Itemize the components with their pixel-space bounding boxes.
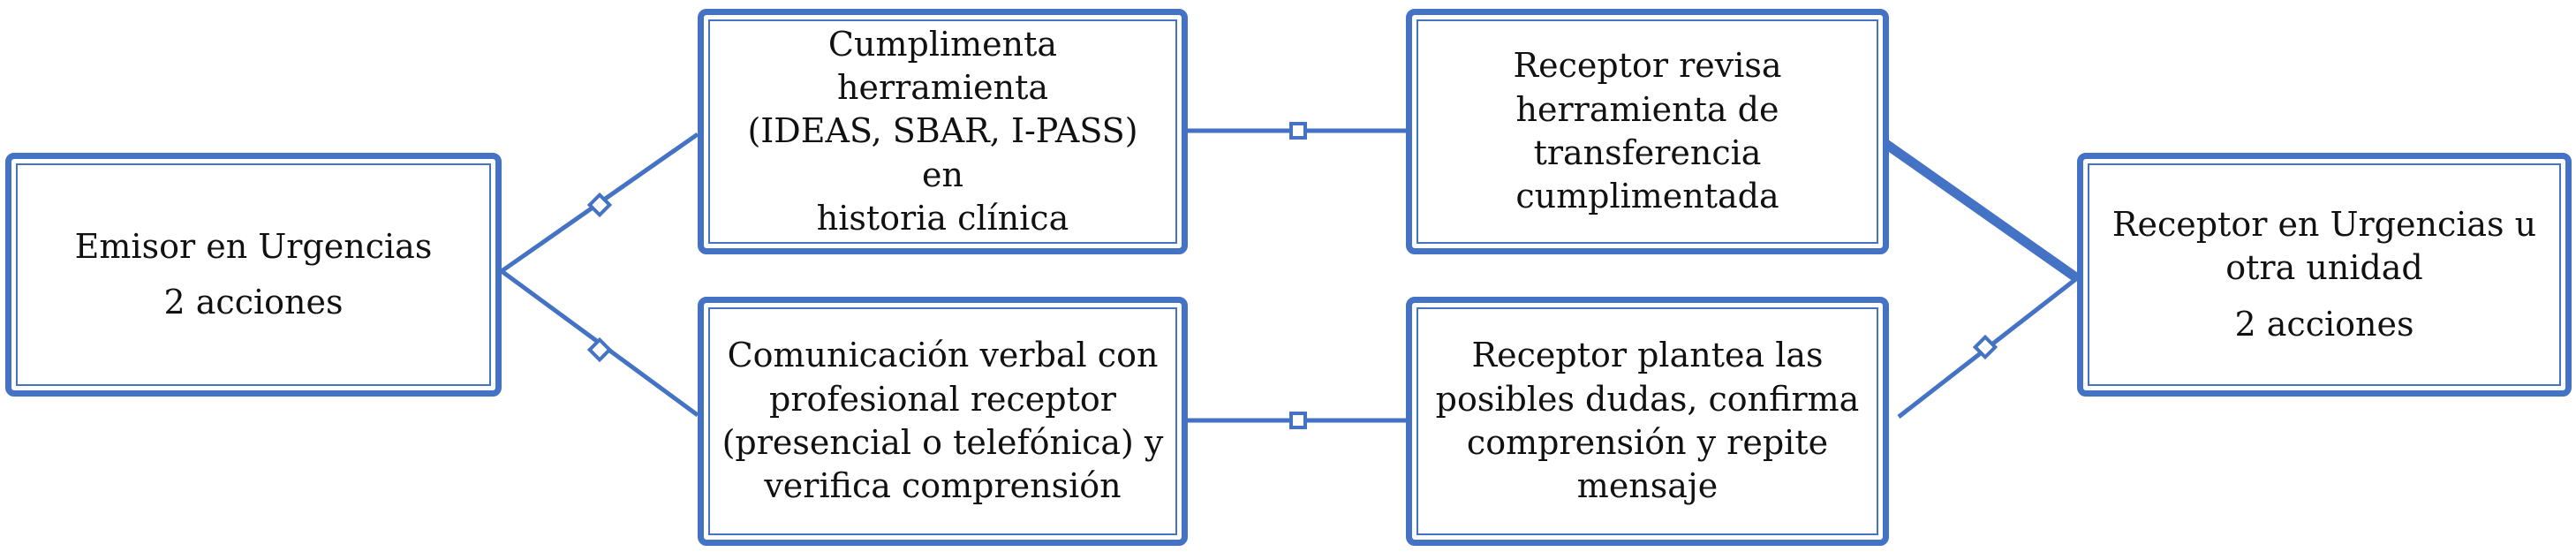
node-receptor-revisa: Receptor revisa herramienta de transfere… [1406, 9, 1889, 254]
edge-revisa-receptor [1869, 130, 2081, 283]
node-revisa-line-3: transferencia [1533, 133, 1762, 172]
node-receptor-title-2: otra unidad [2225, 248, 2423, 288]
node-cumplimenta-herramienta: Cumplimenta herramienta (IDEAS, SBAR, I-… [698, 9, 1188, 254]
node-emisor-urgencias: Emisor en Urgencias 2 acciones [5, 153, 502, 397]
node-verbal-line-2: profesional receptor [769, 379, 1116, 419]
node-receptor-actions: 2 acciones [2234, 304, 2414, 344]
edge-marker-square [1289, 122, 1307, 140]
node-comunicacion-verbal: Comunicación verbal con profesional rece… [698, 297, 1188, 546]
node-receptor-dudas: Receptor plantea las posibles dudas, con… [1406, 297, 1889, 546]
edge-marker-square [1289, 412, 1307, 429]
edge-marker-diamond [586, 336, 613, 363]
node-receptor-urgencias: Receptor en Urgencias u otra unidad 2 ac… [2077, 153, 2572, 397]
node-herramienta-line-3: historia clínica [816, 199, 1069, 238]
node-emisor-title: Emisor en Urgencias [74, 226, 433, 266]
node-verbal-line-3: (presencial o telefónica) y [721, 423, 1164, 462]
node-herramienta-line-1: Cumplimenta herramienta [827, 24, 1058, 107]
node-verbal-line-4: verifica comprensión [764, 466, 1122, 506]
node-revisa-line-4: cumplimentada [1515, 177, 1779, 216]
node-emisor-actions: 2 acciones [163, 283, 344, 321]
node-revisa-line-2: herramienta de [1515, 89, 1779, 129]
node-verbal-line-1: Comunicación verbal con [727, 336, 1159, 375]
node-dudas-line-4: mensaje [1576, 466, 1719, 506]
edge-marker-diamond [1972, 334, 1998, 360]
node-herramienta-line-2: (IDEAS, SBAR, I-PASS) en [747, 111, 1138, 194]
edge-marker-diamond [586, 192, 613, 218]
node-dudas-line-2: posibles dudas, confirma [1435, 379, 1860, 419]
node-dudas-line-3: comprensión y repite [1466, 423, 1829, 462]
node-receptor-title-1: Receptor en Urgencias u [2111, 204, 2537, 244]
node-dudas-line-1: Receptor plantea las [1471, 336, 1824, 375]
node-revisa-line-1: Receptor revisa [1513, 46, 1782, 86]
